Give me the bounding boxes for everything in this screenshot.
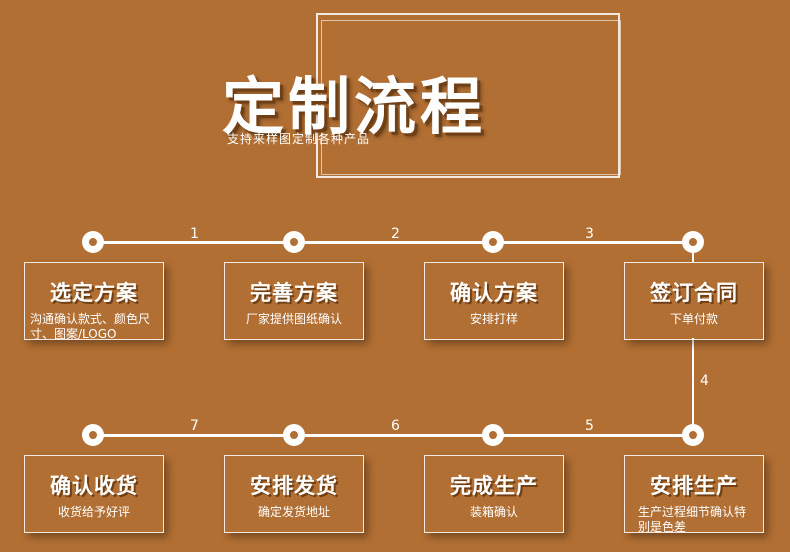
flow-node-1 bbox=[82, 231, 104, 253]
step-number-1: 1 bbox=[190, 226, 199, 242]
flow-node-7 bbox=[283, 424, 305, 446]
step-number-3: 3 bbox=[585, 226, 594, 242]
step-title: 完成生产 bbox=[450, 474, 538, 498]
step-title: 安排生产 bbox=[650, 474, 738, 498]
step-description: 沟通确认款式、颜色尺寸、图案/LOGO bbox=[30, 312, 151, 341]
step-number-2: 2 bbox=[391, 226, 400, 242]
step-description: 装箱确认 bbox=[469, 505, 518, 519]
flow-node-2 bbox=[283, 231, 305, 253]
flow-node-4 bbox=[682, 231, 704, 253]
step-card-sign-contract: 签订合同 下单付款 bbox=[624, 262, 764, 340]
title-frame-outer bbox=[316, 13, 620, 178]
step-description: 厂家提供图纸确认 bbox=[245, 312, 342, 326]
bottom-connector-line bbox=[93, 434, 694, 437]
step-card-confirm-receipt: 确认收货 收货给予好评 bbox=[24, 455, 164, 533]
flow-node-5 bbox=[682, 424, 704, 446]
step-description: 下单付款 bbox=[669, 312, 718, 326]
step-card-confirm-plan: 确认方案 安排打样 bbox=[424, 262, 564, 340]
flow-node-3 bbox=[482, 231, 504, 253]
step-card-select-plan: 选定方案 沟通确认款式、颜色尺寸、图案/LOGO bbox=[24, 262, 164, 341]
step-number-5: 5 bbox=[585, 418, 594, 434]
step-title: 完善方案 bbox=[250, 281, 338, 305]
step-card-arrange-production: 安排生产 生产过程细节确认特别是色差 bbox=[624, 455, 764, 534]
step-card-complete-production: 完成生产 装箱确认 bbox=[424, 455, 564, 533]
step-title: 选定方案 bbox=[50, 281, 138, 305]
step-number-7: 7 bbox=[190, 418, 199, 434]
flow-node-8 bbox=[82, 424, 104, 446]
step-card-refine-plan: 完善方案 厂家提供图纸确认 bbox=[224, 262, 364, 340]
step-description: 确定发货地址 bbox=[257, 505, 330, 519]
step-card-arrange-shipping: 安排发货 确定发货地址 bbox=[224, 455, 364, 533]
step-description: 生产过程细节确认特别是色差 bbox=[638, 505, 747, 534]
step-description: 安排打样 bbox=[469, 312, 518, 326]
step-title: 确认方案 bbox=[450, 281, 538, 305]
step-number-6: 6 bbox=[391, 418, 400, 434]
step-title: 确认收货 bbox=[50, 474, 138, 498]
step-description: 收货给予好评 bbox=[57, 505, 130, 519]
page-subtitle: 支持来样图定制各种产品 bbox=[227, 132, 371, 146]
top-connector-line bbox=[93, 241, 694, 244]
step-title: 签订合同 bbox=[650, 281, 738, 305]
page-title: 定制流程 bbox=[222, 70, 487, 143]
side-connector-line bbox=[692, 338, 694, 436]
title-frame-inner bbox=[321, 20, 621, 175]
flow-node-6 bbox=[482, 424, 504, 446]
step-number-4: 4 bbox=[700, 373, 709, 389]
step-title: 安排发货 bbox=[250, 474, 338, 498]
